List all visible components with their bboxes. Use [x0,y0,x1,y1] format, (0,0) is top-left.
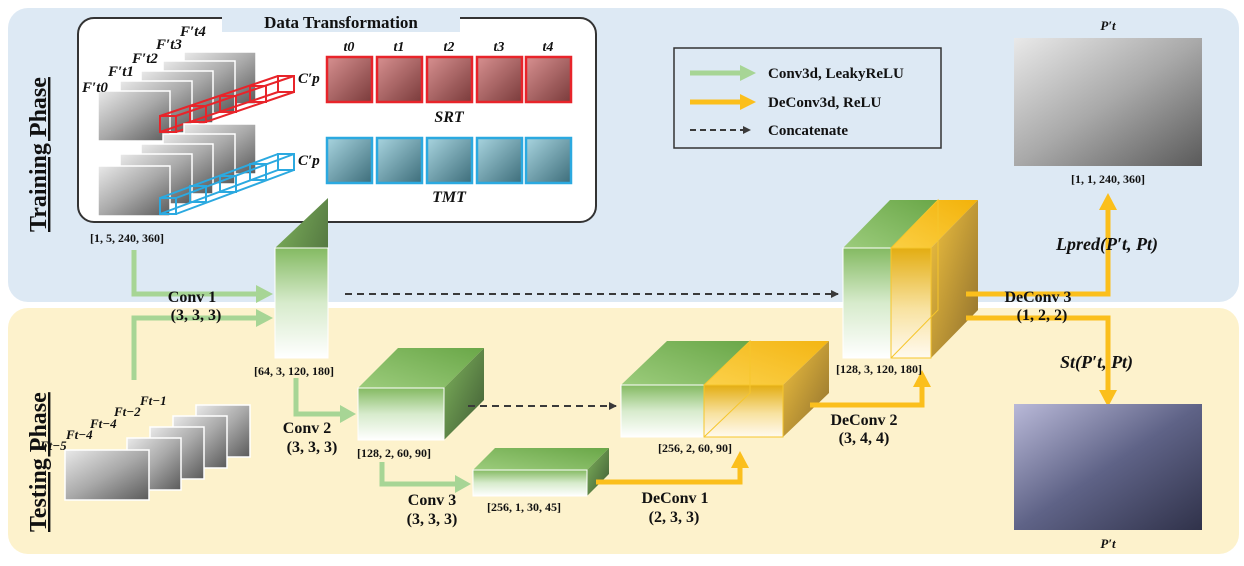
tmt-patches [325,136,573,185]
deconv3-name: DeConv 3 [1004,289,1071,306]
conv2-kernel: (3, 3, 3) [287,439,338,456]
conv1-shape: [64, 3, 120, 180] [254,364,334,378]
conv2-input-arrow [293,378,342,417]
cp-label-srt: C′p [298,71,320,87]
deconv2-feature-cube [842,198,978,359]
testing-frame-label-4: Ft−2 [113,404,141,419]
testing-input-frames [64,404,251,501]
deconv1-shape: [256, 2, 60, 90] [658,441,732,455]
time-label-t4: t4 [543,40,554,55]
legend-deconv-label: DeConv3d, ReLU [768,95,882,111]
deconv2-arrow [810,385,925,408]
training-phase-label: Training Phase [26,77,52,232]
conv1-feature-cube [274,198,329,359]
time-label-t2: t2 [444,40,455,55]
frame-label-t1: F′t1 [107,64,134,80]
deconv2-kernel: (3, 4, 4) [839,430,890,447]
deconv2-name: DeConv 2 [830,412,897,429]
testing-frame-label-1: Ft−5 [39,438,67,453]
deconv1-arrowhead [731,451,749,468]
pred-label-bottom: P′t [1100,536,1116,551]
conv1-arrowhead-bottom [256,309,273,327]
pred-shape: [1, 1, 240, 360] [1071,172,1145,186]
prediction-image-top [1014,38,1202,166]
deconv1-kernel: (2, 3, 3) [649,509,700,526]
frame-label-t4: F′t4 [179,24,206,40]
time-label-t3: t3 [494,40,505,55]
conv2-shape: [128, 2, 60, 90] [357,446,431,460]
deconv2-arrowhead [913,370,931,387]
conv2-arrowhead [340,405,356,423]
deconv1-name: DeConv 1 [641,490,708,507]
frame-label-t2: F′t2 [131,51,158,67]
conv1-kernel: (3, 3, 3) [171,307,222,324]
deconv1-arrow [596,466,743,485]
data-transformation-title: Data Transformation [264,13,418,32]
conv3-input-arrow [379,462,456,487]
tmt-label: TMT [432,189,467,206]
deconv2-shape: [128, 3, 120, 180] [836,362,922,376]
conv3-name: Conv 3 [408,492,456,509]
deconv3-arrow-up [966,208,1111,297]
srt-label: SRT [434,109,465,126]
pred-label-top: P′t [1100,18,1116,33]
conv3-kernel: (3, 3, 3) [407,511,458,528]
conv1-name: Conv 1 [168,289,216,306]
legend-conv-arrow [690,65,756,81]
testing-frame-label-5: Ft−1 [139,393,167,408]
score-label: St(P′t, Pt) [1060,352,1133,373]
prediction-image-bottom [1014,404,1202,530]
deconv1-feature-cube [620,339,829,438]
conv1-arrowhead-top [256,285,273,303]
conv3-shape: [256, 1, 30, 45] [487,500,561,514]
training-frames-bottom [97,123,295,217]
conv2-feature-cube [357,348,484,441]
srt-patches [325,55,573,104]
testing-phase-label: Testing Phase [26,392,52,532]
data-transformation-title-bg [222,8,460,32]
conv3-feature-cube [472,448,609,497]
frame-label-t3: F′t3 [155,37,182,53]
conv1-input-arrows [131,250,258,380]
training-frames-top [97,51,295,142]
legend-concat-label: Concatenate [768,123,848,139]
cp-label-tmt: C′p [298,153,320,169]
legend-box [673,47,942,149]
conv2-name: Conv 2 [283,420,331,437]
frame-label-t0: F′t0 [81,80,108,96]
conv3-arrowhead [455,475,471,493]
testing-frame-label-3: Ft−4 [89,416,117,431]
deconv3-kernel: (1, 2, 2) [1017,307,1068,324]
input-shape-label: [1, 5, 240, 360] [90,231,164,245]
time-label-t1: t1 [394,40,405,55]
deconv3-arrowhead-down [1099,390,1117,407]
deconv3-arrowhead-up [1099,193,1117,210]
time-label-t0: t0 [344,40,355,55]
testing-frame-label-2: Ft−4 [65,427,93,442]
legend-conv-label: Conv3d, LeakyReLU [768,66,904,82]
deconv3-arrow-down [966,315,1111,392]
loss-label: Lpred(P′t, Pt) [1055,234,1158,255]
legend-deconv-arrow [690,94,756,110]
